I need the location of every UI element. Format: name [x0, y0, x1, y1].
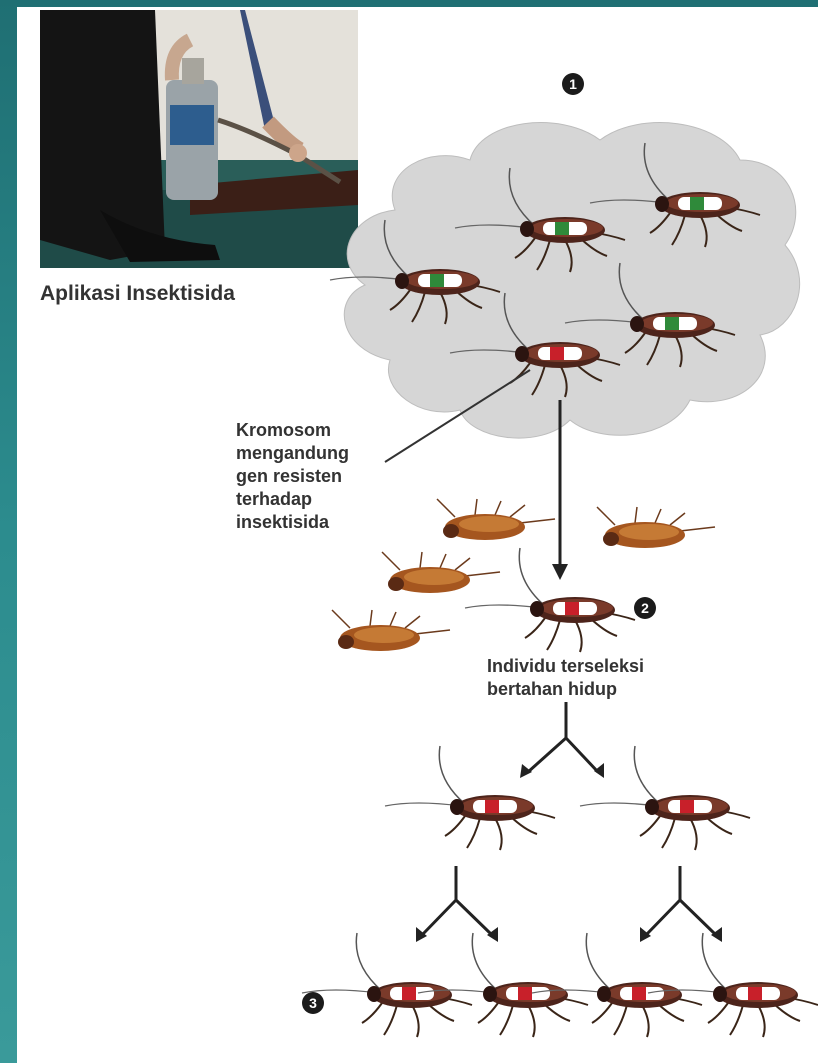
cockroach-icon: [648, 933, 818, 1037]
step-marker-2: 2: [634, 597, 656, 619]
cockroach-icon: [385, 746, 555, 850]
split-arrow-icon: [528, 702, 598, 772]
split-arrow-icon: [646, 866, 716, 935]
dead-cockroach-icon: [382, 552, 500, 593]
survivor-label: Individu terseleksi bertahan hidup: [487, 655, 644, 701]
cockroach-icon: [580, 746, 750, 850]
dead-cockroach-icon: [332, 610, 450, 651]
cockroach-icon: [532, 933, 702, 1037]
chromosome-label: Kromosom mengandung gen resisten terhada…: [236, 419, 349, 534]
cockroach-icon: [418, 933, 588, 1037]
step-marker-3: 3: [302, 992, 324, 1014]
step-marker-1: 1: [562, 73, 584, 95]
dead-cockroach-icon: [597, 507, 715, 548]
down-arrow-head: [552, 564, 568, 580]
split-arrow-icon: [422, 866, 492, 935]
cockroach-icon: [465, 548, 635, 652]
cockroach-icon: [302, 933, 472, 1037]
dead-cockroach-icon: [437, 499, 555, 540]
